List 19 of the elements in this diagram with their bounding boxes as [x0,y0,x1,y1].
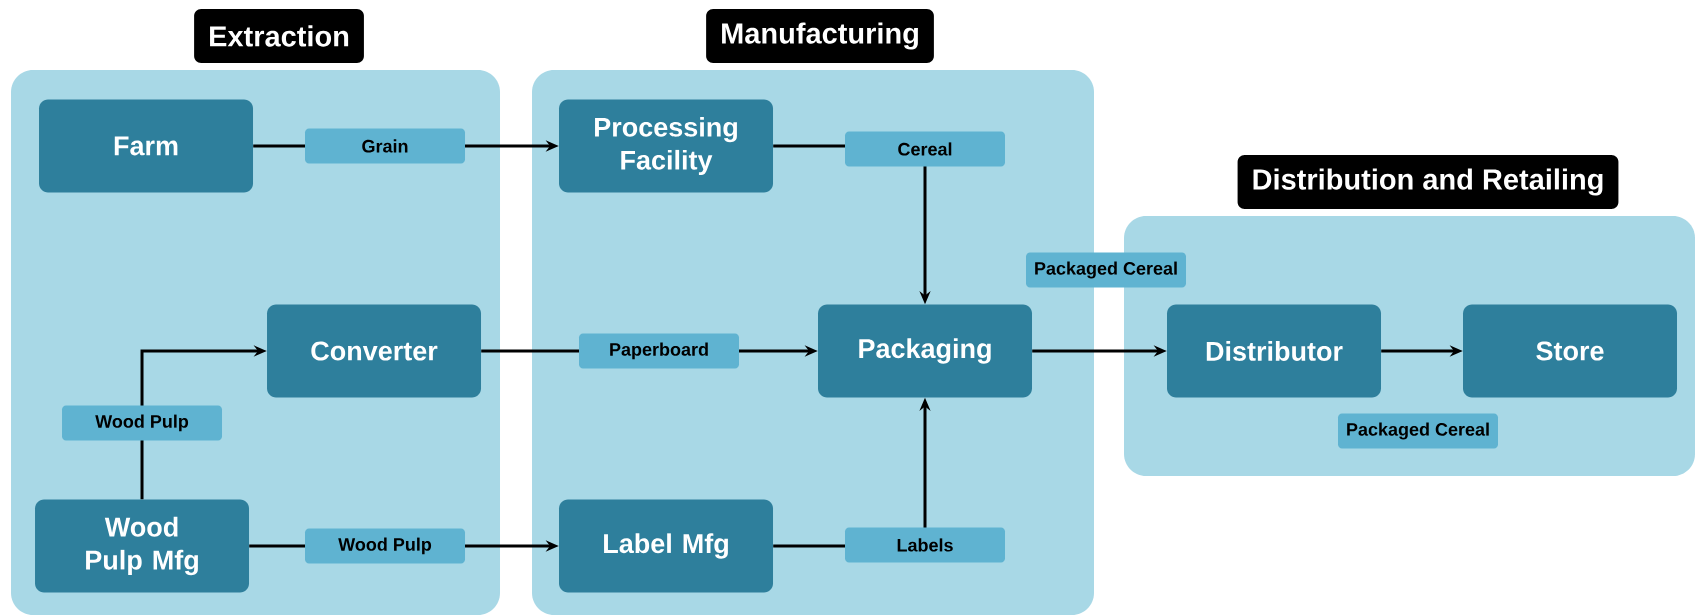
edge-label: Wood Pulp [62,405,222,441]
edge-label: Paperboard [579,333,739,369]
process-box: Store [1463,304,1677,398]
edge-label: Grain [305,128,465,164]
edge-label: Wood Pulp [305,528,465,564]
edge-label: Packaged Cereal [1026,252,1186,288]
edge-label: Cereal [845,131,1005,167]
panel-heading: Extraction [194,9,364,63]
edge-label: Labels [845,527,1005,563]
process-box: Converter [267,304,481,398]
process-box: Farm [39,99,253,193]
edge-label: Packaged Cereal [1338,413,1498,449]
panel-heading: Manufacturing [706,9,934,63]
process-box: Wood Pulp Mfg [35,499,249,593]
process-box: Packaging [818,304,1032,398]
process-box: Distributor [1167,304,1381,398]
process-box: Processing Facility [559,99,773,193]
panel-heading: Distribution and Retailing [1237,155,1619,209]
process-box: Label Mfg [559,499,773,593]
